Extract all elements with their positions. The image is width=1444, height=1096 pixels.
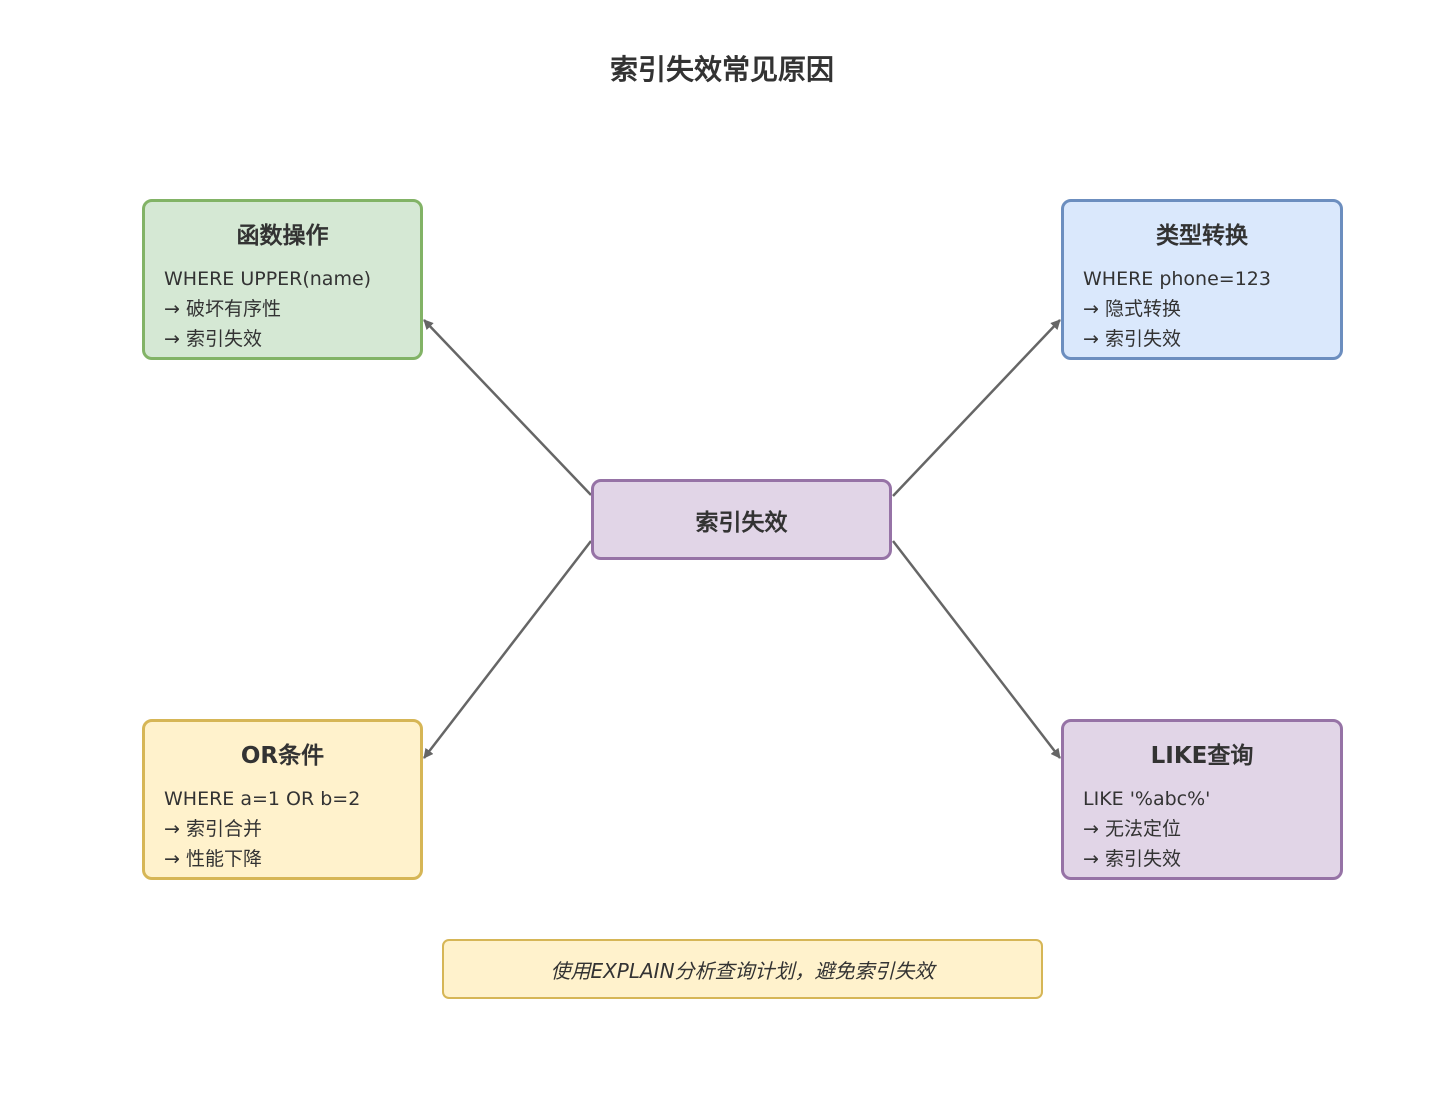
arrow-to-like (892, 540, 1061, 759)
node-line: → 无法定位 (1083, 818, 1181, 840)
node-line: WHERE UPPER(name) (164, 268, 372, 290)
tip-note: 使用EXPLAIN分析查询计划，避免索引失效 (442, 939, 1043, 999)
node-line: → 索引合并 (164, 818, 262, 840)
node-line: WHERE a=1 OR b=2 (164, 788, 361, 810)
node-line: LIKE '%abc%' (1083, 788, 1211, 810)
node-line: → 索引失效 (1083, 328, 1181, 350)
function-operation-node: 函数操作 WHERE UPPER(name) → 破坏有序性 → 索引失效 (142, 199, 423, 360)
node-heading: 类型转换 (1156, 223, 1248, 249)
or-condition-node: OR条件 WHERE a=1 OR b=2 → 索引合并 → 性能下降 (142, 719, 423, 880)
node-line: → 破坏有序性 (164, 298, 281, 320)
like-query-node: LIKE查询 LIKE '%abc%' → 无法定位 → 索引失效 (1061, 719, 1343, 880)
type-conversion-node: 类型转换 WHERE phone=123 → 隐式转换 → 索引失效 (1061, 199, 1343, 360)
node-line: → 索引失效 (164, 328, 262, 350)
node-line: WHERE phone=123 (1083, 268, 1271, 290)
arrow-to-function (423, 319, 592, 496)
node-line: → 索引失效 (1083, 848, 1181, 870)
center-node: 索引失效 (591, 479, 892, 560)
node-heading: LIKE查询 (1150, 743, 1254, 769)
arrow-to-type (892, 319, 1061, 497)
diagram-title: 索引失效常见原因 (609, 53, 834, 86)
arrow-to-or (423, 540, 592, 759)
node-heading: 函数操作 (236, 223, 329, 249)
node-line: → 性能下降 (164, 848, 262, 870)
node-heading: OR条件 (240, 743, 325, 769)
node-line: → 隐式转换 (1083, 298, 1181, 320)
